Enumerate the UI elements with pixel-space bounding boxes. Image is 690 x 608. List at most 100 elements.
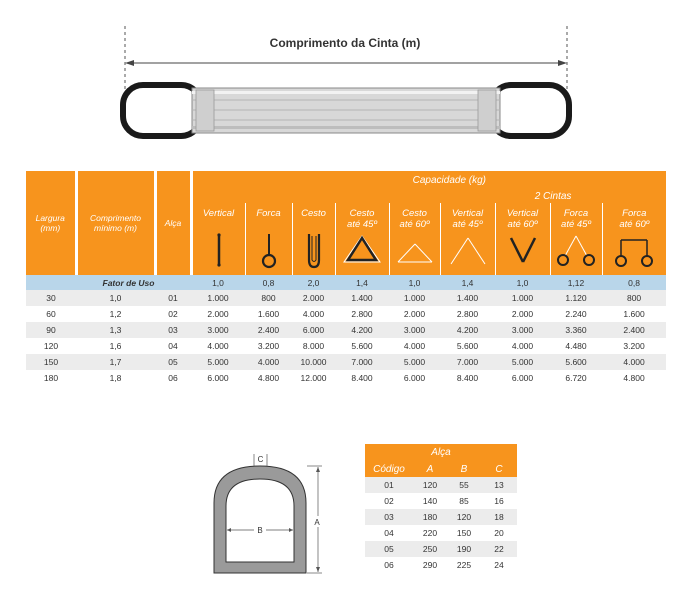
cell-capacity: 5.600 [440, 338, 495, 354]
header-duas-cintas: 2 Cintas [440, 190, 667, 203]
cell-capacity: 4.200 [335, 322, 389, 338]
alca-cell: 180 [413, 509, 447, 525]
col-header-subtitle: até 45º [452, 219, 483, 230]
header-capacidade: Capacidade (kg) [189, 171, 667, 190]
col-header-3: Cesto [291, 203, 335, 275]
fator-value: 0,8 [245, 275, 292, 290]
fator-label: Fator de Uso [26, 275, 191, 290]
cell-capacity: 2.400 [602, 322, 667, 338]
alca-cell: 220 [413, 525, 447, 541]
col-header-subtitle: até 60º [619, 219, 650, 230]
rigging-icon [246, 232, 292, 270]
cell-capacity: 1.120 [550, 290, 602, 306]
cell-capacity: 4.000 [602, 354, 667, 370]
cell-comprimento: 1,0 [76, 290, 155, 306]
rigging-icon [390, 232, 440, 270]
col-header-title: Cesto [349, 208, 375, 219]
cell-capacity: 2.000 [292, 290, 335, 306]
cell-capacity: 4.800 [602, 370, 667, 386]
alca-cell: 85 [447, 493, 481, 509]
cell-capacity: 4.000 [292, 306, 335, 322]
alca-cell: 290 [413, 557, 447, 573]
cell-capacity: 7.000 [440, 354, 495, 370]
alca-cell: 03 [365, 509, 413, 525]
col-header-title: Vertical [451, 208, 484, 219]
cell-capacity: 4.000 [495, 338, 550, 354]
alca-cell: 120 [413, 477, 447, 493]
cell-capacity: 2.000 [495, 306, 550, 322]
cell-alca: 01 [155, 290, 191, 306]
cell-capacity: 12.000 [292, 370, 335, 386]
header-comprimento: Comprimento mínimo (m) [74, 171, 155, 275]
cell-capacity: 2.240 [550, 306, 602, 322]
cell-capacity: 3.360 [550, 322, 602, 338]
header-largura-line1: Largura [35, 213, 65, 223]
sling-illustration [120, 26, 572, 139]
cell-alca: 03 [155, 322, 191, 338]
alca-cell: 22 [481, 541, 518, 557]
cell-comprimento: 1,7 [76, 354, 155, 370]
cell-capacity: 2.000 [389, 306, 440, 322]
cell-largura: 90 [26, 322, 76, 338]
col-header-title: Cesto [301, 208, 326, 219]
alca-cell: 04 [365, 525, 413, 541]
fator-value: 0,8 [602, 275, 667, 290]
col-header-title: Forca [256, 208, 281, 219]
cell-capacity: 2.800 [335, 306, 389, 322]
alca-cell: 02 [365, 493, 413, 509]
cell-largura: 60 [26, 306, 76, 322]
col-header-title: Vertical [202, 208, 235, 219]
alca-cell: 05 [365, 541, 413, 557]
header-largura-line2: (mm) [40, 223, 61, 233]
cell-alca: 05 [155, 354, 191, 370]
header-comprimento-line1: Comprimento [89, 213, 142, 223]
cell-capacity: 3.000 [191, 322, 245, 338]
col-header-subtitle [293, 219, 335, 230]
cell-comprimento: 1,6 [76, 338, 155, 354]
cell-alca: 06 [155, 370, 191, 386]
cell-alca: 04 [155, 338, 191, 354]
cell-capacity: 1.400 [335, 290, 389, 306]
alca-cell: 18 [481, 509, 518, 525]
rigging-icon [496, 232, 550, 270]
fator-value: 2,0 [292, 275, 335, 290]
rigging-icon [551, 232, 602, 270]
fator-value: 1,0 [389, 275, 440, 290]
alca-col-header: B [447, 461, 481, 477]
cell-capacity: 8.400 [440, 370, 495, 386]
cell-capacity: 1.600 [602, 306, 667, 322]
cell-capacity: 5.000 [191, 354, 245, 370]
col-header-subtitle: até 45º [561, 219, 591, 230]
cell-capacity: 6.720 [550, 370, 602, 386]
cell-capacity: 2.400 [245, 322, 292, 338]
rigging-icon [441, 232, 495, 270]
cell-capacity: 8.000 [292, 338, 335, 354]
alca-table-title: Alça [365, 444, 518, 461]
alca-col-header: Código [365, 461, 413, 477]
cell-capacity: 800 [245, 290, 292, 306]
cell-capacity: 2.000 [191, 306, 245, 322]
col-header-subtitle: até 45º [347, 219, 377, 230]
cell-capacity: 800 [602, 290, 667, 306]
cell-alca: 02 [155, 306, 191, 322]
alca-cell: 55 [447, 477, 481, 493]
capacity-table: Largura (mm) Comprimento mínimo (m) Alça… [26, 171, 667, 386]
col-header-title: Forca [563, 208, 589, 219]
cell-capacity: 3.200 [245, 338, 292, 354]
fator-value: 1,0 [495, 275, 550, 290]
cell-capacity: 3.000 [389, 322, 440, 338]
alca-cell: 120 [447, 509, 481, 525]
cell-comprimento: 1,2 [76, 306, 155, 322]
alca-cell: 225 [447, 557, 481, 573]
